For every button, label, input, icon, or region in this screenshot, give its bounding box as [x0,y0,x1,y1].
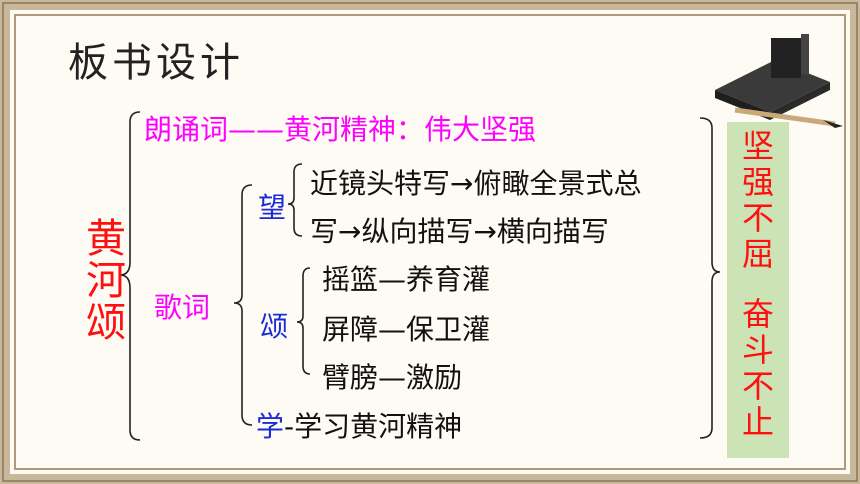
vertical-title-2: 河 [86,258,126,304]
lyrics-label: 歌词 [154,291,211,324]
summary-char: 坚 [741,127,774,165]
summary-char: 止 [741,403,774,441]
summary-char: 斗 [741,331,774,369]
reading-line: 朗诵词——黄河精神：伟大坚强 [144,113,537,146]
xue-label: 学 [256,410,285,443]
summary-col1: 坚 强 不 屈 [727,128,789,272]
song-item-1: 摇篮—养育灌 [322,263,491,296]
song-label: 颂 [260,310,289,343]
summary-box [727,122,789,458]
summary-char: 不 [741,367,774,405]
wang-line-2: 写→纵向描写→横向描写 [310,215,609,248]
xue-text: -学习黄河精神 [284,410,463,443]
wang-line-1: 近镜头特写→俯瞰全景式总 [310,167,642,200]
wang-label: 望 [258,191,287,224]
song-item-3: 臂膀—激励 [322,361,463,394]
song-item-2: 屏障—保卫灌 [322,313,491,346]
summary-char: 奋 [741,295,774,333]
summary-char: 不 [741,199,774,237]
vertical-title-1: 黄 [86,216,126,262]
brush-icon [734,107,836,127]
summary-col2: 奋 斗 不 止 [727,296,789,440]
page-title: 板书设计 [68,40,244,86]
summary-char: 屈 [741,235,774,273]
summary-char: 强 [741,163,774,201]
vertical-title-3: 颂 [86,300,126,346]
ink-stone-icon [715,34,843,128]
